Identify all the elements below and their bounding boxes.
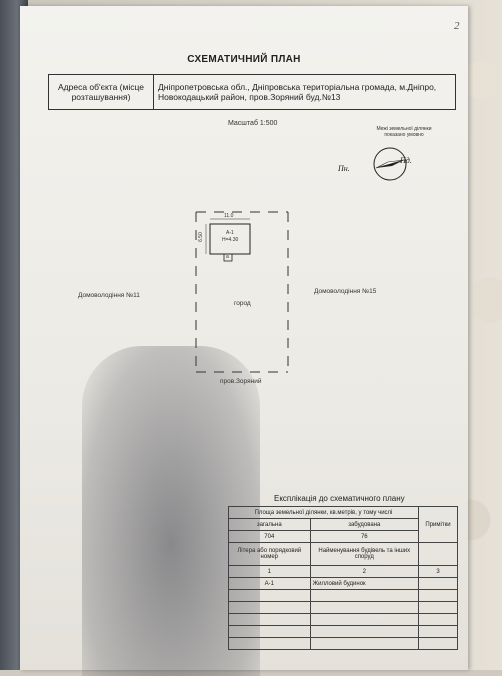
compass-icon: [373, 147, 407, 181]
table-row: [228, 613, 458, 626]
address-label: Адреса об'єкта (місце розташування): [48, 74, 154, 110]
page-number: 2: [454, 20, 460, 32]
col-num-1: 1: [228, 565, 311, 578]
notes-header: Примітки: [418, 506, 458, 543]
letter-header: Літера або порядковий номер: [228, 542, 311, 566]
compass-south-label: Пд.: [400, 156, 412, 165]
site-plan-drawing: [195, 211, 289, 373]
dimension-height: 6.50: [197, 232, 204, 242]
table-row: [228, 589, 458, 602]
street-label: пров.Зоряний: [220, 378, 262, 385]
compass-north-label: Пн.: [338, 164, 350, 173]
garden-label: город: [234, 300, 251, 307]
table-row: А-1 Жилловий будинок: [228, 577, 458, 590]
porch-label: а: [226, 254, 229, 260]
explication-title: Експлікація до схематичного плану: [274, 494, 405, 503]
row-letter: А-1: [228, 577, 311, 590]
compass-note: Межі земельної ділянки показано умовно: [376, 126, 432, 138]
table-row: [228, 601, 458, 614]
col-num-2: 2: [309, 565, 420, 578]
built-area-value: 76: [309, 530, 420, 543]
area-header: Площа земельної ділянки, кв.метрів, у то…: [228, 506, 419, 519]
address-value: Дніпропетровська обл., Дніпровська терит…: [153, 74, 456, 110]
total-area-value: 704: [228, 530, 311, 543]
col-num-3: 3: [418, 565, 458, 578]
right-neighbor-label: Домоволодіння №15: [314, 288, 377, 295]
total-area-label: загальна: [228, 518, 311, 531]
address-table: Адреса об'єкта (місце розташування) Дніп…: [48, 74, 456, 110]
dimension-width: 11.0: [224, 213, 234, 219]
page-title: СХЕМАТИЧНИЙ ПЛАН: [187, 54, 301, 65]
row-name: Жилловий будинок: [309, 577, 420, 590]
left-neighbor-label: Домоволодіння №11: [78, 292, 140, 299]
explication-table: Площа земельної ділянки, кв.метрів, у то…: [228, 506, 458, 650]
document-sheet: 2 СХЕМАТИЧНИЙ ПЛАН Адреса об'єкта (місце…: [20, 6, 468, 676]
building-height: H=4.30: [222, 237, 239, 243]
building-letter: А-1: [226, 230, 234, 236]
name-header: Найменування будівель та інших споруд: [309, 542, 420, 566]
built-area-label: забудована: [309, 518, 420, 531]
table-row: [228, 637, 458, 650]
table-row: [228, 625, 458, 638]
scale-label: Масштаб 1:500: [228, 120, 278, 127]
